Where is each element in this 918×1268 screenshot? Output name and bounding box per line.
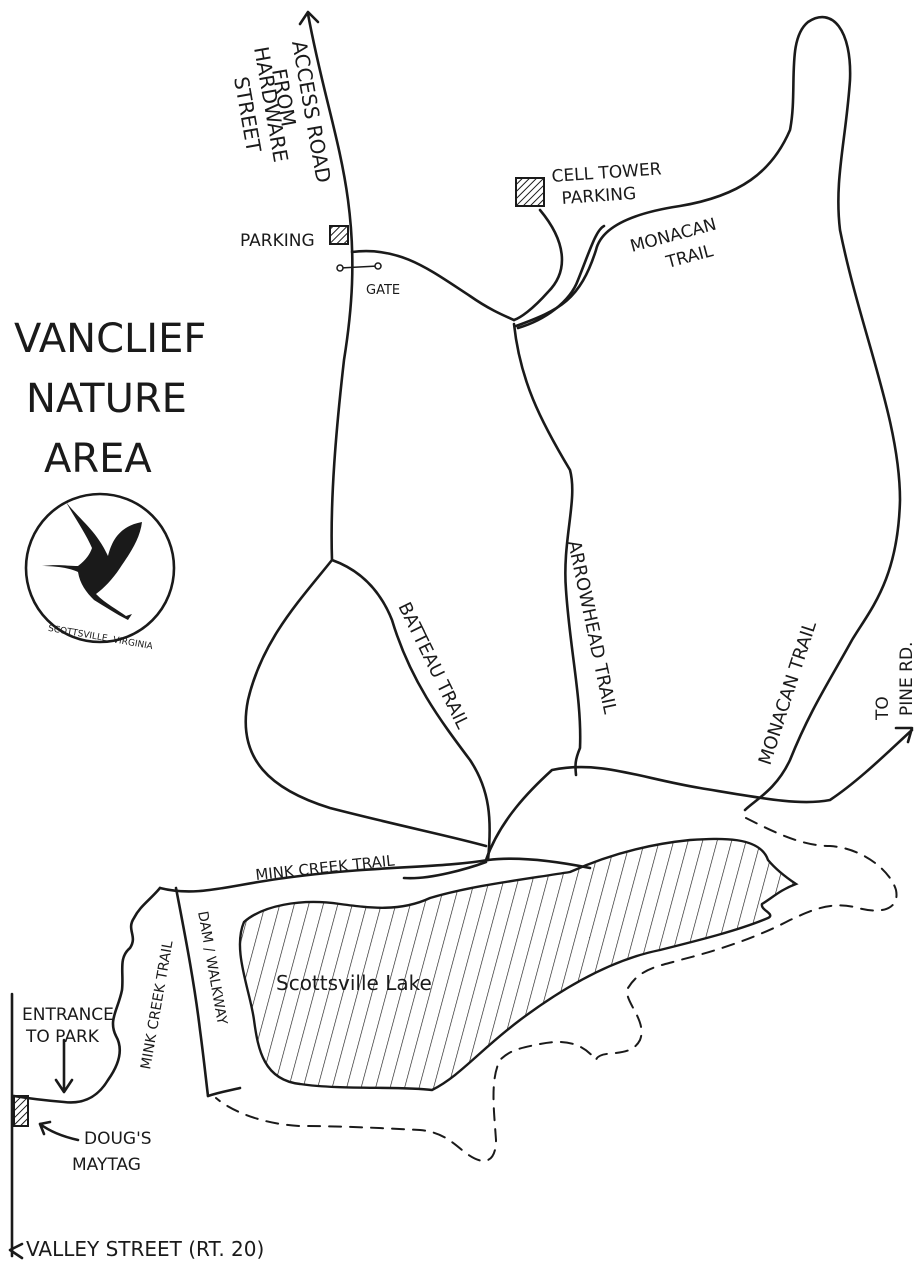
mink-creek-side-label: MINK CREEK TRAIL bbox=[138, 939, 176, 1070]
dougs-label-1: DOUG'S bbox=[84, 1129, 152, 1149]
gate-label: GATE bbox=[366, 283, 400, 298]
parking-label: PARKING bbox=[240, 231, 315, 251]
entrance-arrow-icon bbox=[54, 1038, 74, 1094]
mink-creek-trail-top bbox=[158, 857, 592, 893]
gate-post-left bbox=[336, 264, 344, 272]
cell-tower-label-1: CELL TOWER bbox=[551, 159, 662, 187]
gate-post-right bbox=[374, 262, 382, 270]
gate-road bbox=[350, 249, 516, 322]
parking-icon bbox=[329, 225, 349, 245]
heron-logo: SCOTTSVILLE, VIRGINIA bbox=[24, 492, 176, 652]
arrowhead-trail bbox=[512, 322, 582, 777]
mink-creek-top-label: MINK CREEK TRAIL bbox=[255, 851, 396, 884]
pine-road-label-2: PINE RD. bbox=[897, 642, 917, 716]
scottsville-lake bbox=[238, 837, 799, 1092]
valley-street-label: VALLEY STREET (RT. 20) bbox=[26, 1237, 264, 1261]
dougs-maytag-icon bbox=[13, 1095, 29, 1127]
pine-road-arrow-icon bbox=[894, 726, 914, 744]
access-road bbox=[244, 12, 488, 848]
dam-walkway-left bbox=[174, 886, 210, 1098]
cell-tower-label-2: PARKING bbox=[561, 184, 637, 209]
cell-tower-parking-icon bbox=[515, 177, 545, 207]
mink-creek-trail-side bbox=[12, 886, 162, 1104]
lake-boundary-dashed bbox=[215, 817, 898, 1162]
monacan-trail-loop bbox=[514, 15, 902, 812]
batteau-trail bbox=[330, 558, 491, 862]
pine-road-trail bbox=[484, 728, 914, 862]
gate-icon bbox=[339, 265, 379, 269]
access-road-arrow-icon bbox=[298, 10, 320, 26]
dam-walkway-right bbox=[206, 1086, 242, 1098]
dougs-arrow-icon bbox=[38, 1120, 80, 1142]
mink-creek-trail-top-2 bbox=[402, 860, 488, 880]
heron-icon bbox=[42, 502, 142, 620]
dam-walkway-label: DAM / WALKWAY bbox=[194, 910, 230, 1027]
dougs-label-2: MAYTAG bbox=[72, 1155, 141, 1175]
entrance-label-1: ENTRANCE bbox=[22, 1005, 114, 1025]
lake-label: Scottsville Lake bbox=[276, 971, 432, 995]
batteau-trail-label: BATTEAU TRAIL bbox=[394, 599, 473, 732]
map-title-line3: AREA bbox=[44, 436, 152, 482]
monacan-trail-inner bbox=[516, 224, 606, 330]
cell-tower-road bbox=[512, 208, 564, 322]
monacan-trail-label-3: MONACAN TRAIL bbox=[755, 619, 821, 768]
arrowhead-trail-label: ARROWHEAD TRAIL bbox=[563, 539, 620, 716]
valley-street-arrow-icon bbox=[8, 1242, 24, 1260]
pine-road-label-1: TO bbox=[873, 696, 893, 721]
entrance-label-2: TO PARK bbox=[25, 1027, 100, 1047]
map-title-line1: VANCLIEF bbox=[14, 316, 206, 362]
map-title-line2: NATURE bbox=[26, 376, 187, 422]
